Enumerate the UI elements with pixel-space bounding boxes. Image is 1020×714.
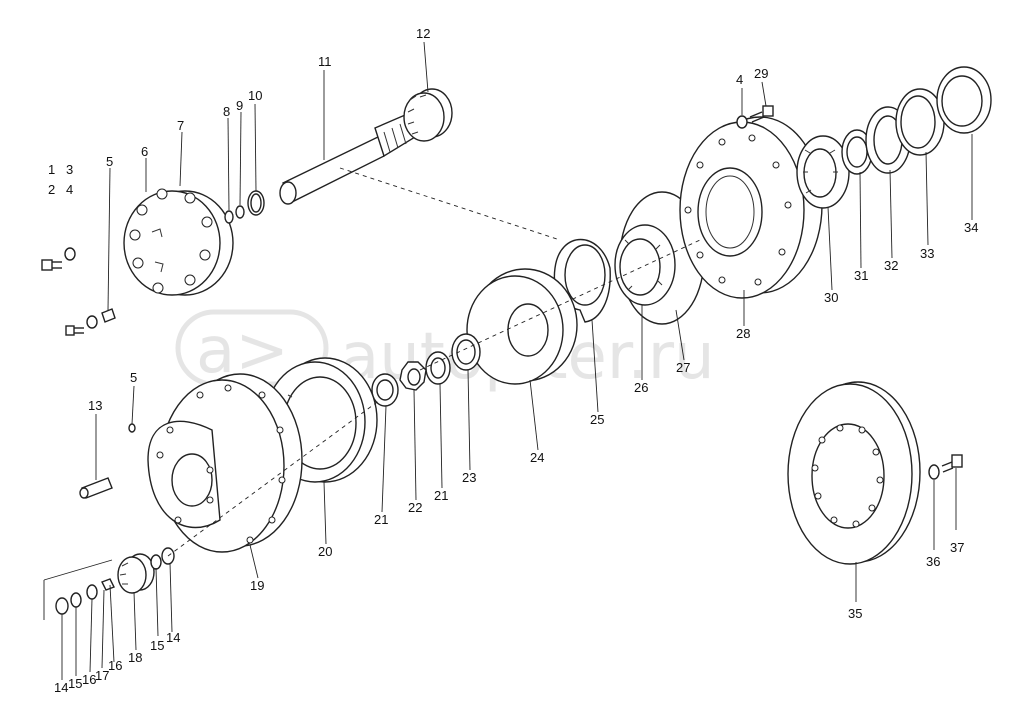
label-part-11: 11 [318, 54, 332, 69]
part-cover-plate [123, 188, 234, 296]
part-planet-gear-18 [117, 553, 155, 594]
label-part-25: 25 [590, 412, 604, 427]
label-part-33: 33 [920, 246, 934, 261]
label-part-15-left: 15 [68, 676, 82, 691]
label-part-4-upper: 4 [736, 72, 743, 87]
label-part-21-left: 21 [374, 512, 388, 527]
label-part-18: 18 [128, 650, 142, 665]
label-part-1: 1 [48, 162, 55, 177]
label-part-35: 35 [848, 606, 862, 621]
part-small-washers [43, 547, 175, 620]
label-part-15-right: 15 [150, 638, 164, 653]
label-part-5-lower: 5 [130, 370, 137, 385]
label-part-23: 23 [462, 470, 476, 485]
label-part-37: 37 [950, 540, 964, 555]
label-part-30: 30 [824, 290, 838, 305]
label-part-14-right: 14 [166, 630, 180, 645]
label-part-31: 31 [854, 268, 868, 283]
label-part-24: 24 [530, 450, 544, 465]
part-washer-23 [451, 333, 481, 371]
label-part-3: 3 [66, 162, 73, 177]
part-bolt-29 [736, 105, 774, 129]
part-planet-carrier [147, 373, 303, 553]
part-bearing-30 [796, 135, 850, 209]
label-part-27: 27 [676, 360, 690, 375]
label-part-29: 29 [754, 66, 768, 81]
label-part-7: 7 [177, 118, 184, 133]
part-number-labels: 1 3 2 4 5 6 7 8 9 10 11 12 4 29 13 5 34 … [48, 26, 978, 695]
part-hub-flange [679, 116, 823, 299]
label-part-9: 9 [236, 98, 243, 113]
label-part-2: 2 [48, 182, 55, 197]
part-bolt-lower [65, 308, 116, 336]
part-tapered-bearing-26 [614, 224, 676, 306]
label-part-10: 10 [248, 88, 262, 103]
part-seal-34 [936, 66, 992, 134]
part-small-pin-5 [128, 423, 136, 433]
leader-lines [61, 41, 973, 680]
label-part-16-right: 16 [108, 658, 122, 673]
part-pinion-gear [403, 88, 453, 142]
label-part-22: 22 [408, 500, 422, 515]
label-part-4: 4 [66, 182, 73, 197]
part-bolt-upper [41, 247, 76, 271]
label-part-16-left: 16 [82, 672, 96, 687]
label-part-28: 28 [736, 326, 750, 341]
part-bearing-cage-24 [466, 268, 578, 385]
label-part-8: 8 [223, 104, 230, 119]
label-part-34: 34 [964, 220, 978, 235]
label-part-21-right: 21 [434, 488, 448, 503]
part-retaining-rings [224, 190, 265, 224]
label-part-6: 6 [141, 144, 148, 159]
label-part-36: 36 [926, 554, 940, 569]
part-brake-disc [787, 381, 921, 565]
label-part-32: 32 [884, 258, 898, 273]
assembly-axes [167, 167, 701, 557]
part-nut-21-left [371, 373, 399, 407]
part-pin-13 [79, 477, 113, 499]
label-part-13: 13 [88, 398, 102, 413]
label-part-17: 17 [95, 668, 109, 683]
label-part-14-left: 14 [54, 680, 68, 695]
label-part-19: 19 [250, 578, 264, 593]
part-lock-washer-22 [399, 361, 427, 391]
label-part-5: 5 [106, 154, 113, 169]
label-part-12: 12 [416, 26, 430, 41]
label-part-26: 26 [634, 380, 648, 395]
label-part-20: 20 [318, 544, 332, 559]
part-bolt-37 [928, 454, 963, 480]
part-drive-shaft [279, 111, 421, 205]
part-nut-21-right [425, 351, 451, 385]
